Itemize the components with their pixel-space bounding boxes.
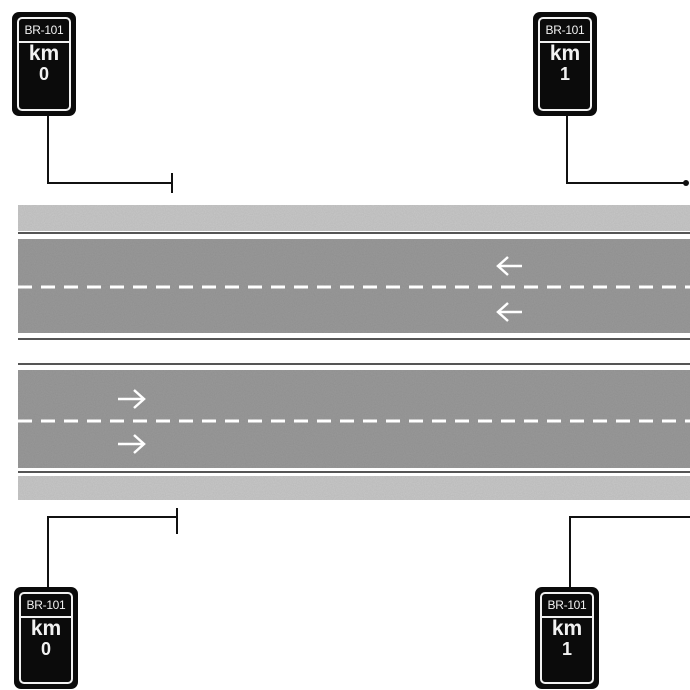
sign-road-label: BR-101	[19, 19, 69, 43]
left-arrow-icon	[496, 256, 522, 276]
sign-road-label: BR-101	[542, 594, 592, 618]
km-marker-sign-bottom-right: BR-101 km 1	[535, 587, 599, 689]
sign-km-label: km	[551, 617, 583, 640]
km-marker-sign-top-left: BR-101 km 0	[12, 12, 76, 116]
right-arrow-icon	[118, 389, 146, 409]
right-arrow-icon	[118, 434, 146, 454]
sign-km-value: 0	[38, 64, 49, 84]
sign-km-value: 1	[561, 639, 572, 659]
leader-line-bottom-left	[47, 516, 177, 588]
leader-line-bottom-right	[569, 516, 690, 588]
sign-frame: BR-101 km 1	[538, 17, 592, 111]
sign-km-label: km	[28, 42, 60, 65]
leader-line-top-left	[47, 116, 172, 184]
km-marker-sign-bottom-left: BR-101 km 0	[14, 587, 78, 689]
bottom-carriageway	[18, 370, 690, 468]
dot-top-right	[683, 180, 689, 186]
sign-km-value: 0	[40, 639, 51, 659]
sign-road-label: BR-101	[21, 594, 71, 618]
sign-road-label: BR-101	[540, 19, 590, 43]
sign-frame: BR-101 km 0	[19, 592, 73, 684]
bottom-shoulder	[18, 476, 690, 500]
top-shoulder	[18, 205, 690, 231]
km-marker-sign-top-right: BR-101 km 1	[533, 12, 597, 116]
leader-line-top-right	[566, 116, 686, 184]
sign-km-value: 1	[559, 64, 570, 84]
sign-km-label: km	[30, 617, 62, 640]
sign-km-label: km	[549, 42, 581, 65]
left-arrow-icon	[496, 302, 522, 322]
sign-frame: BR-101 km 1	[540, 592, 594, 684]
sign-frame: BR-101 km 0	[17, 17, 71, 111]
